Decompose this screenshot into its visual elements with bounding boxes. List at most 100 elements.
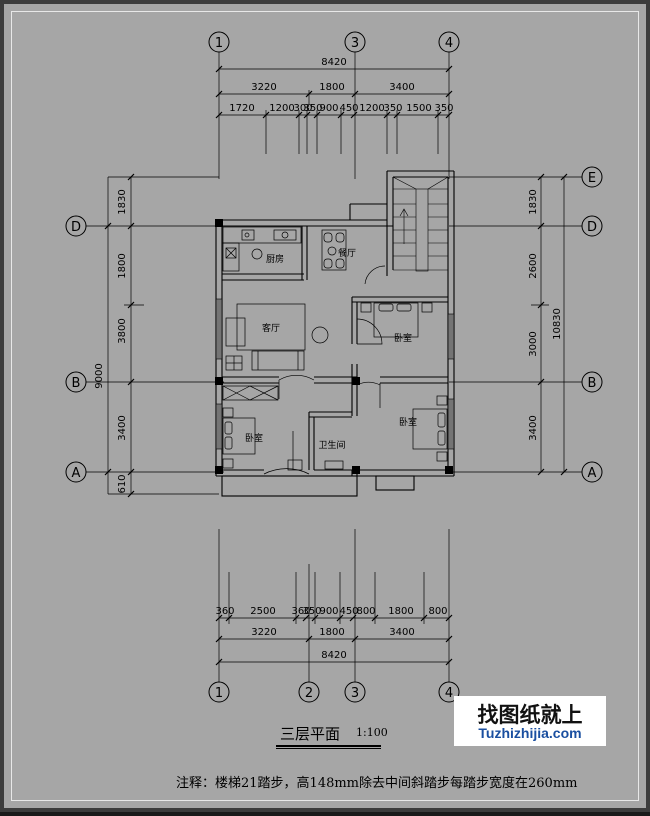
- room-label-living: 客厅: [262, 322, 280, 334]
- dim-bot-l2-b: 1800: [319, 627, 344, 638]
- dim-left-5: 610: [117, 474, 128, 493]
- dim-left-4: 3400: [117, 415, 128, 440]
- dim-top-l2-a: 3220: [251, 82, 276, 93]
- round-chair: [311, 326, 329, 344]
- dim-top-l3-3: 300: [293, 103, 312, 114]
- bottom-dimension-text: 360 2500 360 350 900 450 800 1800 800 32…: [215, 606, 447, 661]
- axis-bubble-bottom-2: [298, 681, 320, 703]
- left-dimension-text: 1830 1800 3800 3400 610 9000: [94, 189, 128, 493]
- axis-bubble-bottom-3: [344, 681, 366, 703]
- bed-sw: [222, 417, 256, 455]
- room-label-bathroom: 卫生间: [318, 439, 345, 451]
- dim-top-l3-2: 1200: [269, 103, 294, 114]
- closet: [222, 385, 279, 401]
- axis-bubble-top-1: [208, 31, 230, 53]
- dim-top-l2-c: 3400: [389, 82, 414, 93]
- axis-label-right-B: B: [588, 376, 597, 391]
- axis-label-bottom-3: 3: [351, 686, 359, 701]
- right-dimension-text: 1830 2600 3000 3400 10830: [528, 189, 563, 440]
- dim-top-l3-1: 1720: [229, 103, 254, 114]
- dim-right-overall: 10830: [552, 308, 563, 340]
- dim-bot-l1-1: 360: [215, 606, 234, 617]
- axis-bubble-right-D: [581, 215, 603, 237]
- coffee-table: [236, 303, 306, 351]
- dim-left-1: 1830: [117, 189, 128, 214]
- kitchen-counter: [222, 226, 302, 244]
- room-label-kitchen: 厨房: [266, 253, 284, 265]
- axis-label-right-D: D: [587, 220, 597, 235]
- room-label-bedroom-sw: 卧室: [245, 432, 263, 444]
- room-label-dining: 餐厅: [338, 247, 356, 259]
- room-label-bedroom-ne: 卧室: [394, 332, 412, 344]
- furniture: [222, 226, 448, 471]
- dim-right-1: 1830: [528, 189, 539, 214]
- axis-label-top-3: 3: [351, 36, 359, 51]
- brand-url[interactable]: Tuzhizhijia.com: [478, 725, 582, 741]
- axis-label-right-E: E: [588, 171, 596, 186]
- dim-right-3: 3000: [528, 331, 539, 356]
- dim-top-overall: 8420: [321, 57, 346, 68]
- floor-plan: 1 3 4 1 2 3 4 D B A E D B A: [65, 31, 603, 703]
- axis-bubble-top-4: [438, 31, 460, 53]
- dim-top-l3-10: 350: [434, 103, 453, 114]
- brand-watermark[interactable]: 找图纸就上 Tuzhizhijia.com: [454, 696, 606, 746]
- top-dimension-text: 8420 3220 1800 3400 1720 1200 300 350 90…: [229, 57, 453, 114]
- axis-label-top-4: 4: [445, 36, 453, 51]
- dim-bot-l1-5: 900: [319, 606, 338, 617]
- axis-bubble-bottom-1: [208, 681, 230, 703]
- axis-bubble-right-E: [581, 166, 603, 188]
- bed-ne: [373, 302, 419, 338]
- drawing-note: 注释：楼梯21踏步，高148mm除去中间斜踏步每踏步宽度在260mm: [176, 776, 578, 791]
- dim-top-l3-9: 1500: [406, 103, 431, 114]
- dim-top-l3-5: 900: [319, 103, 338, 114]
- dim-top-l3-7: 1200: [359, 103, 384, 114]
- dim-bot-overall: 8420: [321, 650, 346, 661]
- axis-bubble-left-D: [65, 215, 87, 237]
- room-labels: 厨房 餐厅 客厅 卧室 卧室 卧室 卫生间: [245, 247, 417, 451]
- axis-label-bottom-4: 4: [445, 686, 453, 701]
- title-underline: [276, 745, 381, 747]
- title-underline-thin: [276, 748, 381, 749]
- axis-label-left-A: A: [72, 466, 81, 481]
- dim-left-3: 3800: [117, 318, 128, 343]
- dim-left-2: 1800: [117, 253, 128, 278]
- dim-top-l3-4: 350: [303, 103, 322, 114]
- dim-right-4: 3400: [528, 415, 539, 440]
- axis-bubble-left-B: [65, 371, 87, 393]
- axis-label-bottom-1: 1: [215, 686, 223, 701]
- dim-bot-l1-4: 350: [302, 606, 321, 617]
- axis-label-left-B: B: [72, 376, 81, 391]
- axis-label-right-A: A: [588, 466, 597, 481]
- axis-bubble-left-A: [65, 461, 87, 483]
- drawing-scale: 1:100: [356, 726, 388, 739]
- axis-bubbles: [65, 31, 603, 703]
- dim-bot-l2-a: 3220: [251, 627, 276, 638]
- columns: [215, 219, 453, 474]
- dim-bot-l1-9: 800: [428, 606, 447, 617]
- walls: [215, 170, 455, 497]
- sheet-border: [11, 11, 639, 801]
- dim-left-overall: 9000: [94, 363, 105, 388]
- axis-bubble-right-B: [581, 371, 603, 393]
- axis-bubble-top-3: [344, 31, 366, 53]
- dim-bot-l2-c: 3400: [389, 627, 414, 638]
- dim-right-2: 2600: [528, 253, 539, 278]
- dim-bot-l1-6: 450: [339, 606, 358, 617]
- dim-top-l3-6: 450: [339, 103, 358, 114]
- doors: [263, 265, 386, 475]
- sofa: [251, 350, 305, 371]
- dim-bot-l1-3: 360: [291, 606, 310, 617]
- left-dimension-lines: [104, 173, 219, 498]
- brand-title: 找图纸就上: [477, 703, 583, 727]
- axis-lines: [86, 52, 582, 682]
- room-label-bedroom-se: 卧室: [399, 416, 417, 428]
- armchair: [225, 317, 246, 347]
- dim-bot-l1-8: 1800: [388, 606, 413, 617]
- dim-bot-l1-7: 800: [356, 606, 375, 617]
- axis-label-top-1: 1: [215, 36, 223, 51]
- top-dimension-lines: [215, 65, 453, 154]
- dim-top-l3-8: 350: [383, 103, 402, 114]
- axis-label-left-D: D: [71, 220, 81, 235]
- dining-table: [321, 229, 347, 271]
- right-dimension-lines: [531, 173, 568, 476]
